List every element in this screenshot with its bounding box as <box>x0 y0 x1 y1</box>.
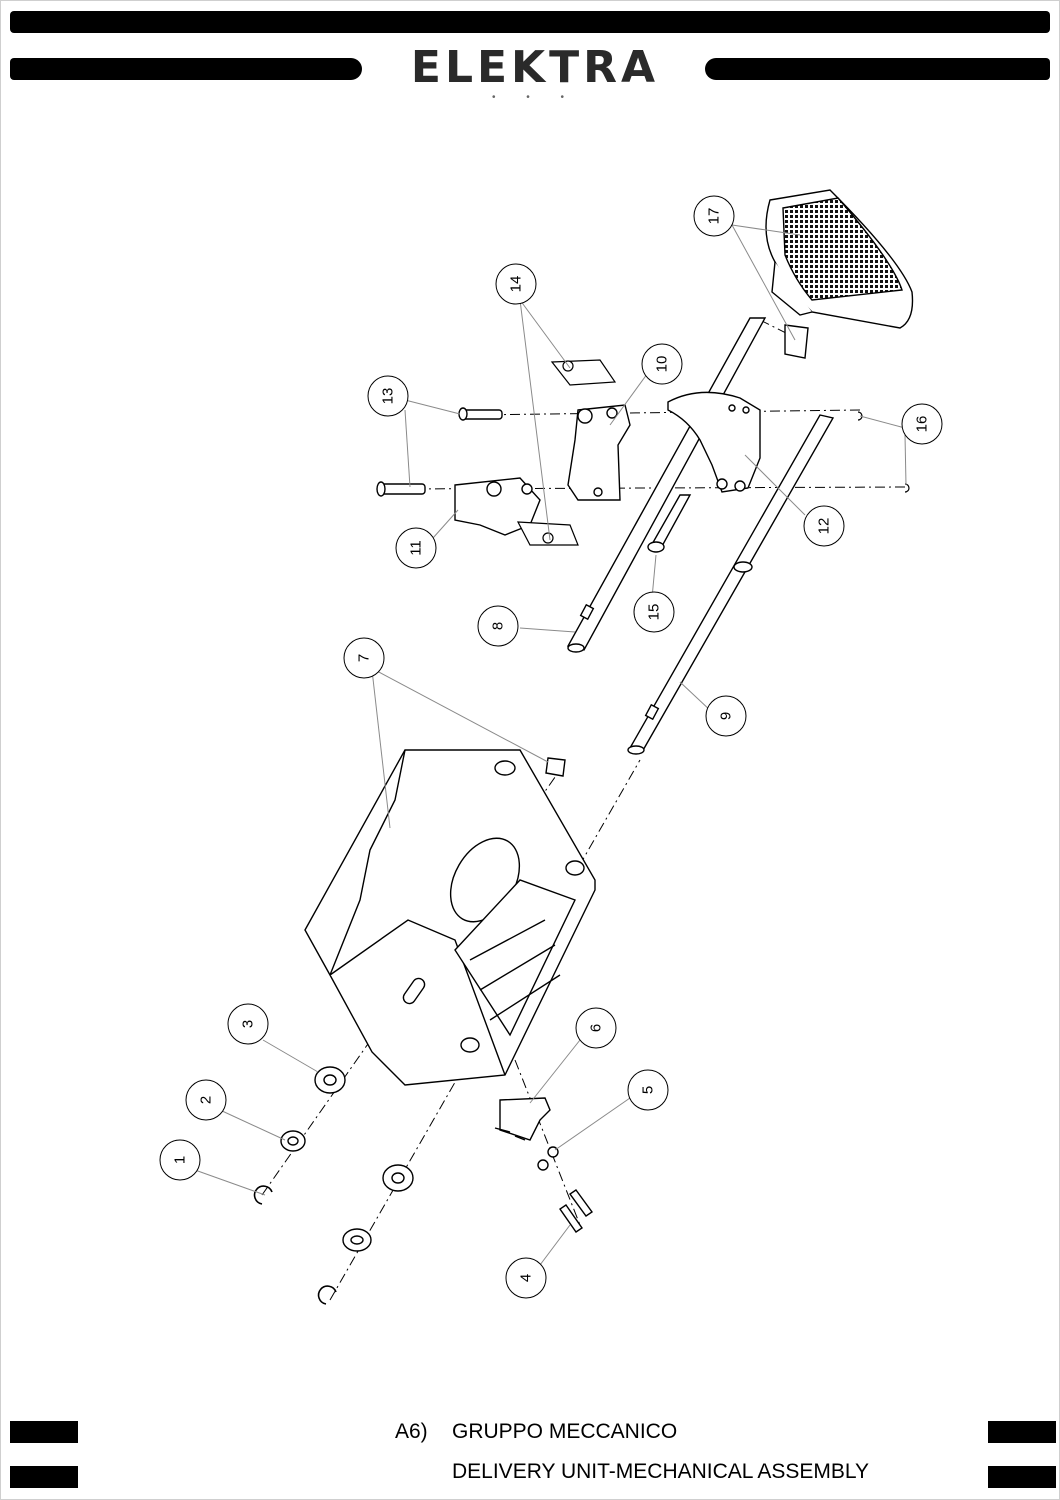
section-title-it: GRUPPO MECCANICO <box>452 1420 678 1443</box>
callout-7-label: 7 <box>356 654 373 662</box>
part-bushings-3 <box>314 1066 414 1192</box>
callout-9-label: 9 <box>718 712 735 720</box>
part-washers-2 <box>280 1130 372 1252</box>
footer-block-left-bottom <box>10 1466 78 1488</box>
part-body-7 <box>304 749 596 1086</box>
part-handle <box>765 189 914 359</box>
callout-17: 17 <box>693 195 735 237</box>
callout-10-label: 10 <box>654 356 671 373</box>
callout-2: 2 <box>185 1079 227 1121</box>
section-code: A6) <box>395 1420 428 1443</box>
part-pins-13 <box>376 407 503 497</box>
callout-3: 3 <box>227 1003 269 1045</box>
part-support-12 <box>667 391 761 493</box>
callout-4-label: 4 <box>518 1274 535 1282</box>
callout-15-label: 15 <box>646 604 663 621</box>
part-screws-4 <box>559 1189 593 1233</box>
callout-16-label: 16 <box>914 416 931 433</box>
brand-dots: • • • <box>491 92 579 103</box>
callout-1: 1 <box>159 1139 201 1181</box>
part-lever-11 <box>454 477 541 536</box>
callout-2-label: 2 <box>198 1096 215 1104</box>
callout-13-label: 13 <box>380 388 397 405</box>
header-band-right <box>705 58 1050 80</box>
footer-block-left-top <box>10 1421 78 1443</box>
callout-14: 14 <box>495 263 537 305</box>
part-lever-10 <box>567 404 631 501</box>
leader-lines <box>194 224 907 1266</box>
brand-logo: ELEKTRA • • • <box>380 30 690 108</box>
callout-13: 13 <box>367 375 409 417</box>
part-washers-5 <box>537 1146 559 1171</box>
header-band-left <box>10 58 362 80</box>
callout-12: 12 <box>803 505 845 547</box>
section-title-en: DELIVERY UNIT-MECHANICAL ASSEMBLY <box>452 1460 870 1483</box>
callout-5-label: 5 <box>640 1086 657 1094</box>
part-clips-16 <box>857 411 910 493</box>
callout-12-label: 12 <box>816 518 833 535</box>
callout-3-label: 3 <box>240 1020 257 1028</box>
callout-16: 16 <box>901 403 943 445</box>
part-bracket-6 <box>494 1097 551 1141</box>
callout-15: 15 <box>633 591 675 633</box>
part-pin-15 <box>647 494 692 553</box>
callout-9: 9 <box>705 695 747 737</box>
part-clips-1 <box>253 1185 337 1305</box>
header-top-bar <box>10 11 1050 33</box>
callout-17-label: 17 <box>706 208 723 225</box>
callout-11: 11 <box>395 527 437 569</box>
callout-1-label: 1 <box>172 1156 189 1164</box>
assembly-axes <box>261 319 906 1301</box>
brand-name: ELEKTRA <box>410 42 660 93</box>
exploded-assembly-drawing: 1 2 3 4 5 6 7 8 <box>159 189 943 1305</box>
callout-8-label: 8 <box>490 622 507 630</box>
callout-6: 6 <box>575 1007 617 1049</box>
callout-10: 10 <box>641 343 683 385</box>
callout-7: 7 <box>343 637 385 679</box>
callout-6-label: 6 <box>588 1024 605 1032</box>
footer-block-right-top <box>988 1421 1056 1443</box>
part-springs-14 <box>516 359 617 546</box>
callouts: 1 2 3 4 5 6 7 8 <box>159 195 943 1299</box>
footer-block-right-bottom <box>988 1466 1056 1488</box>
callout-5: 5 <box>627 1069 669 1111</box>
callout-4: 4 <box>505 1257 547 1299</box>
callout-8: 8 <box>477 605 519 647</box>
callout-14-label: 14 <box>508 276 525 293</box>
part-shaft-9 <box>627 414 835 755</box>
callout-11-label: 11 <box>408 540 425 556</box>
